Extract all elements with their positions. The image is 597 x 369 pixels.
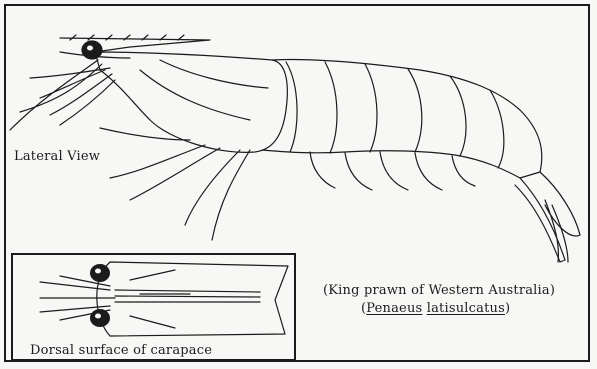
dorsal-eye-left [90,264,110,282]
dorsal-eye-right [90,309,110,327]
dorsal-surface-label: Dorsal surface of carapace [30,343,212,358]
